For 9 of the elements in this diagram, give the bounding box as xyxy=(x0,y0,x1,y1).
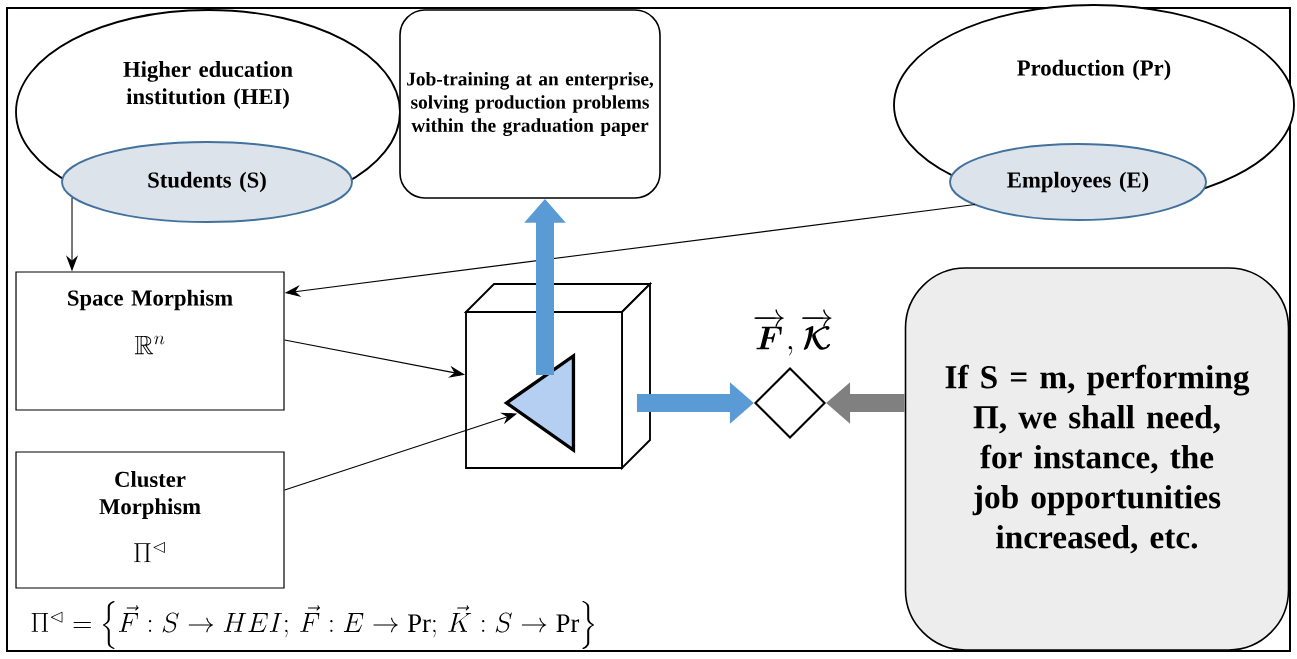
box: Cluster Morphism $\Pi^{\lhd}$ xyxy=(15,451,285,589)
node-label: Production (Pr) xyxy=(1017,59,1171,81)
rounded-box: Job-training at an enterprise, solving production problems within the graduation paper xyxy=(399,9,661,199)
oval: Employees (E) xyxy=(949,143,1207,221)
formula: $\Pi^{\lhd}=\left\{\vec{F}:S\to HEI;\,\vec{F}:E\to\mathrm{Pr};\,\vec{K}:S\to\mathrm{Pr}\right\}$ xyxy=(31,601,594,649)
oval: Students (S) xyxy=(61,141,353,223)
rounded-box: If S = m, performing Π, we shall need, for instance, the job opportunities increased, etc. xyxy=(904,267,1290,651)
vector-label: $\overrightarrow{\bm{F}},\overrightarrow{\bm{\mathcal{K}}}$ xyxy=(754,309,832,356)
box: Space Morphism $\mathbb{R}^{n}$ xyxy=(15,271,285,411)
